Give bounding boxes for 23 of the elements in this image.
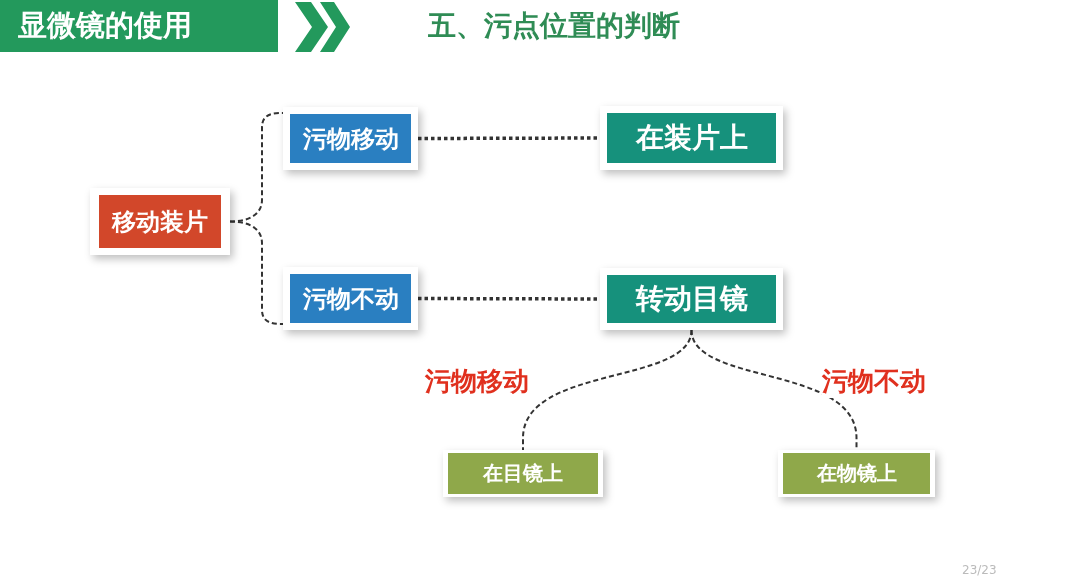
node-label: 污物不动 bbox=[302, 283, 399, 315]
header-band bbox=[0, 0, 278, 52]
process-box bbox=[778, 450, 935, 497]
node-label: 污物移动 bbox=[302, 123, 399, 155]
connector-line bbox=[229, 220, 284, 325]
process-box bbox=[443, 450, 603, 497]
node-label: 在物镜上 bbox=[816, 460, 897, 487]
process-box bbox=[90, 188, 230, 255]
connector-line bbox=[418, 136, 600, 141]
process-box bbox=[283, 107, 418, 170]
node-label: 转动目镜 bbox=[635, 281, 748, 317]
slide-title: 五、污点位置的判断 bbox=[428, 8, 680, 44]
connector-line bbox=[522, 329, 693, 451]
page-number: 23/23 bbox=[962, 562, 997, 578]
connector-line bbox=[229, 112, 284, 223]
node-label: 在目镜上 bbox=[483, 460, 563, 487]
process-box bbox=[283, 267, 418, 330]
connector-line bbox=[418, 296, 600, 301]
node-label: 移动装片 bbox=[112, 206, 208, 238]
process-box bbox=[600, 106, 783, 170]
node-label: 显微镜的使用 bbox=[18, 7, 192, 44]
node-label: 在装片上 bbox=[635, 120, 748, 156]
process-box bbox=[600, 268, 783, 330]
